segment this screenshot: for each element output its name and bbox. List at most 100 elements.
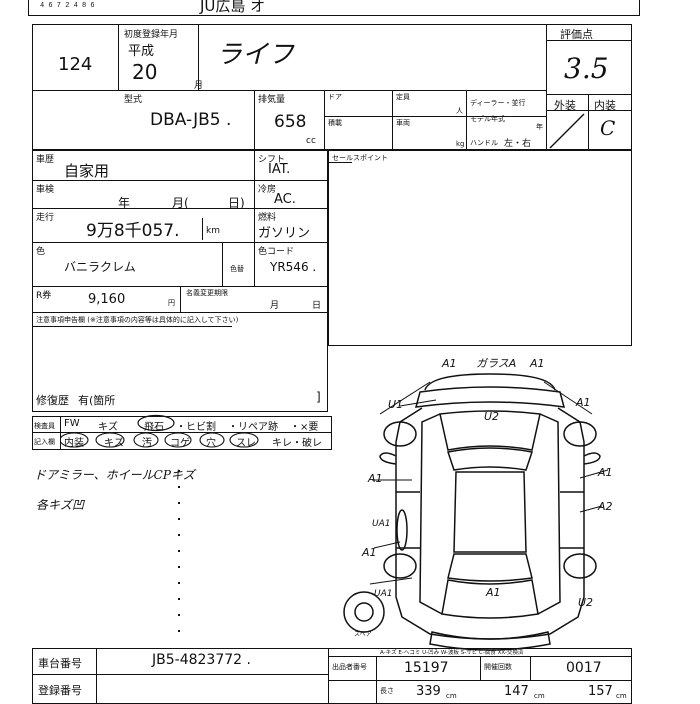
sales-point-label: セールスポイント (332, 154, 388, 162)
check-hole: 穴 (206, 438, 216, 449)
exhibit-value: 15197 (404, 660, 449, 676)
displacement-label: 排気量 (258, 95, 286, 105)
mark-spare: スペア (354, 631, 372, 638)
handwritten-line-1: ドアミラー、ホイールCPキズ (34, 468, 195, 482)
check-repair-mark: ・リペア跡 (228, 422, 278, 433)
aircon-label: 冷房 (258, 185, 277, 195)
stone-circle (137, 414, 175, 432)
check-burn: コゲ (170, 438, 190, 449)
interior-grade: C (600, 116, 616, 140)
fuel-label: 燃料 (258, 213, 277, 223)
check-scratch: キズ (98, 422, 118, 433)
inspection-day: 日) (228, 196, 245, 210)
header-strip (28, 0, 640, 16)
load-label: 積載 (328, 119, 342, 127)
mark-ua1-rear: UA1 (374, 589, 392, 599)
deadline-day: 日 (312, 301, 322, 311)
deadline-label: 名義変更期限 (186, 289, 228, 297)
reg-number-label: 登録番号 (38, 684, 82, 697)
check-tear: キレ・破レ (272, 438, 322, 449)
color-value: バニラクレム (64, 260, 136, 274)
model-year-label: モデル年式 (470, 115, 505, 123)
detail-block (32, 150, 328, 412)
mark-u2: U2 (484, 410, 499, 423)
weight-label: 車両 (396, 119, 410, 127)
doors-label: ドア (328, 93, 342, 101)
mileage-label: 走行 (36, 213, 55, 223)
steering-value: 左・右 (504, 139, 532, 149)
lot-number: 124 (58, 54, 93, 75)
length-label: 長さ (380, 687, 394, 695)
color-code-label: 色コード (258, 247, 295, 257)
capacity-label: 定員 (396, 93, 410, 101)
inspection-year: 年 (118, 196, 131, 210)
repair-close: ] (316, 390, 321, 404)
check-box (32, 416, 332, 450)
notes-label: 注意事項申告欄 (※注意事項の内容等は具体的に記入して下さい) (36, 316, 239, 324)
width-value: 147 (504, 684, 529, 699)
fuel-value: ガソリン (258, 226, 311, 241)
mark-a1-rear: A1 (485, 586, 501, 599)
check-crack: ・ヒビ割 (176, 422, 216, 433)
mark-u1: U1 (388, 398, 403, 411)
inspection-label: 車検 (36, 185, 55, 195)
exhibit-label: 出品者番号 (332, 663, 367, 671)
check-int-scratch: キズ (104, 438, 124, 449)
steering-label: ハンドル (470, 139, 498, 147)
mark-a1-left-low: A1 (361, 546, 377, 559)
displacement-unit: cc (306, 136, 316, 146)
mark-a1-front-left: A1 (441, 357, 457, 370)
interior-label: 内装 (594, 99, 616, 112)
mark-ua1: UA1 (372, 519, 390, 529)
displacement-value: 658 (274, 112, 307, 132)
exterior-label: 外装 (554, 99, 576, 112)
aircon-value: AC. (274, 192, 296, 207)
check-fw: FW (64, 418, 80, 429)
mark-a2: A2 (597, 500, 613, 513)
mark-u2-rear: U2 (578, 596, 593, 609)
model-value: DBA-JB5 . (150, 110, 232, 130)
mileage-value: 9万8千057. (86, 221, 180, 241)
check-label-2: 記入欄 (34, 438, 55, 446)
mileage-unit: km (206, 226, 220, 236)
grade-score: 3.5 (564, 52, 609, 85)
height-value: 157 (588, 684, 613, 699)
length-unit: cm (446, 692, 457, 700)
header-venue: JU広島 オ (200, 0, 266, 15)
color-code: YR546 . (270, 260, 317, 274)
mark-a1-front-right: A1 (529, 357, 545, 370)
car-damage-diagram: A1 ガラスA A1 U1 U2 A1 A1 A1 A2 UA1 A1 A1 U… (343, 357, 613, 651)
usage-label: 車歴 (36, 155, 55, 165)
chassis-label: 車台番号 (38, 657, 82, 670)
sales-point-block (328, 150, 632, 346)
deadline-month: 月 (270, 301, 280, 311)
damage-legend: A-キズ E-ヘコミ U-凹み W-波板 S-サビ C-腐食 XX-交換済 (380, 650, 524, 656)
check-rub: スレ (236, 438, 256, 449)
inspection-month: 月( (172, 196, 189, 210)
recycle-unit: 円 (168, 299, 175, 307)
header-id: 4 6 7 2 4 8 6 (40, 2, 95, 10)
registration-label: 開催回数 (484, 663, 512, 671)
grade-label: 評価点 (560, 28, 593, 41)
capacity-unit: 人 (456, 107, 463, 115)
interior-circles (60, 432, 259, 448)
color-replace-label: 色替 (230, 265, 244, 273)
check-dirt: 汚 (142, 438, 152, 449)
color-label: 色 (36, 247, 46, 257)
first-reg-year: 20 (132, 60, 158, 84)
shift-value: IAT. (268, 162, 291, 177)
repair-label: 修復歴 (36, 394, 69, 407)
recycle-value: 9,160 (88, 292, 126, 307)
width-unit: cm (534, 692, 545, 700)
model-label: 型式 (124, 95, 143, 105)
weight-unit: kg (456, 140, 465, 148)
registration-value: 0017 (566, 660, 602, 676)
car-name: ライフ (216, 40, 295, 70)
mark-a1-right-top: A1 (575, 396, 591, 409)
shift-label: シフト (258, 155, 286, 165)
dealer-label: ディーラー・並行 (470, 99, 526, 107)
usage-value: 自家用 (64, 162, 110, 180)
exterior-slash (549, 113, 585, 149)
mark-a1-left-mid: A1 (367, 472, 383, 485)
length-value: 339 (416, 684, 441, 699)
